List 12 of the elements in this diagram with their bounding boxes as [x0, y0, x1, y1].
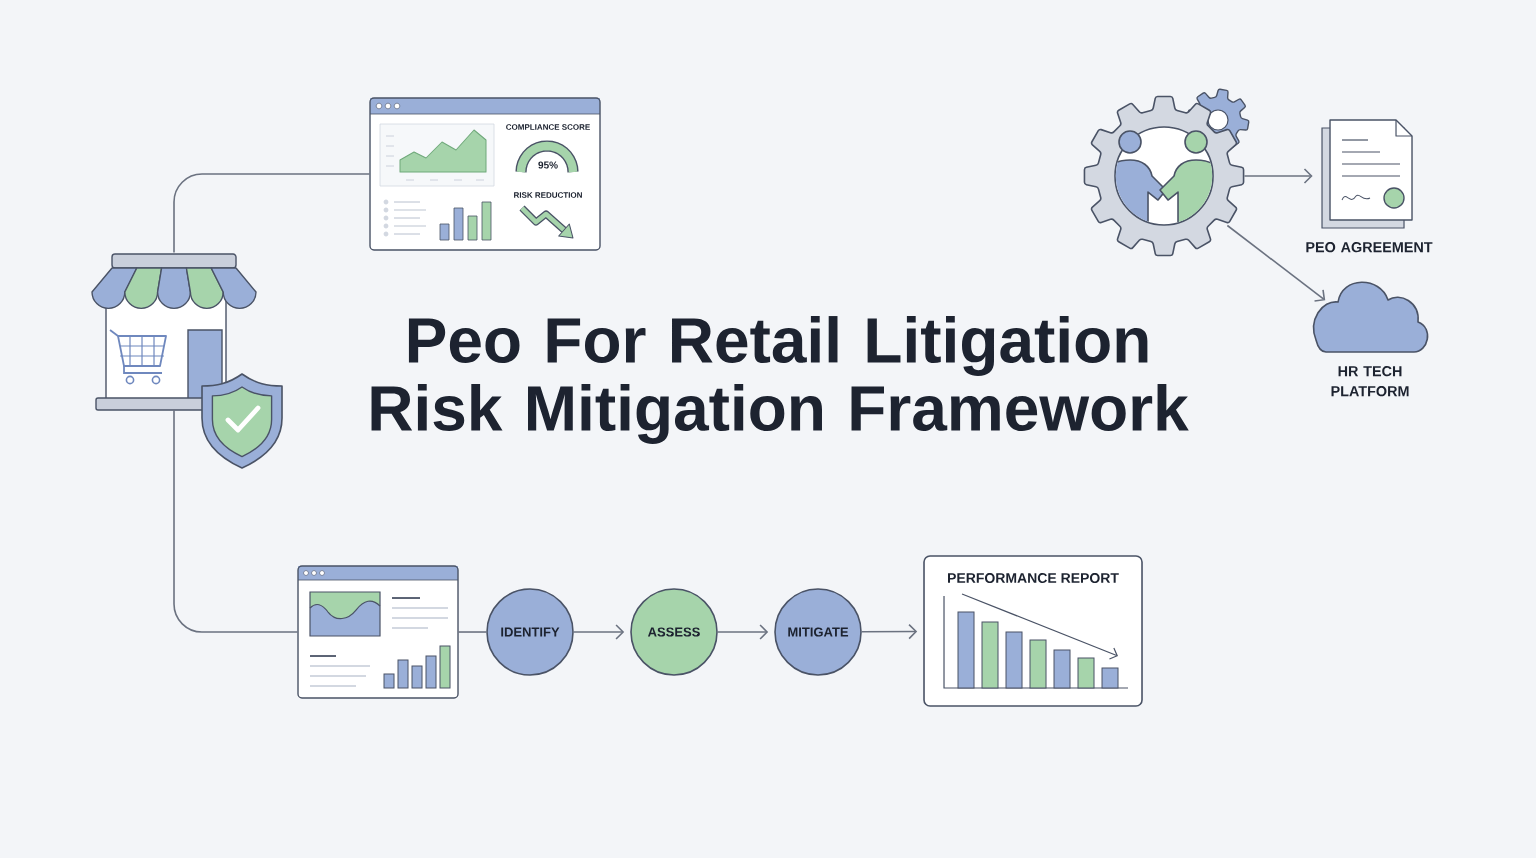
arrow [861, 623, 918, 640]
arrow [717, 624, 769, 640]
dashboard-window [297, 565, 459, 699]
connector-line [173, 173, 371, 254]
handshake-gear-icon [1083, 88, 1250, 257]
arrow [573, 624, 625, 640]
connector-line [457, 631, 487, 633]
arrow [1243, 168, 1313, 184]
store-icon [91, 253, 257, 411]
connector-line [173, 408, 299, 633]
arrow [1226, 224, 1326, 302]
title: Peo For Retail Litigation Risk Mitigation Framework [371, 316, 1189, 444]
